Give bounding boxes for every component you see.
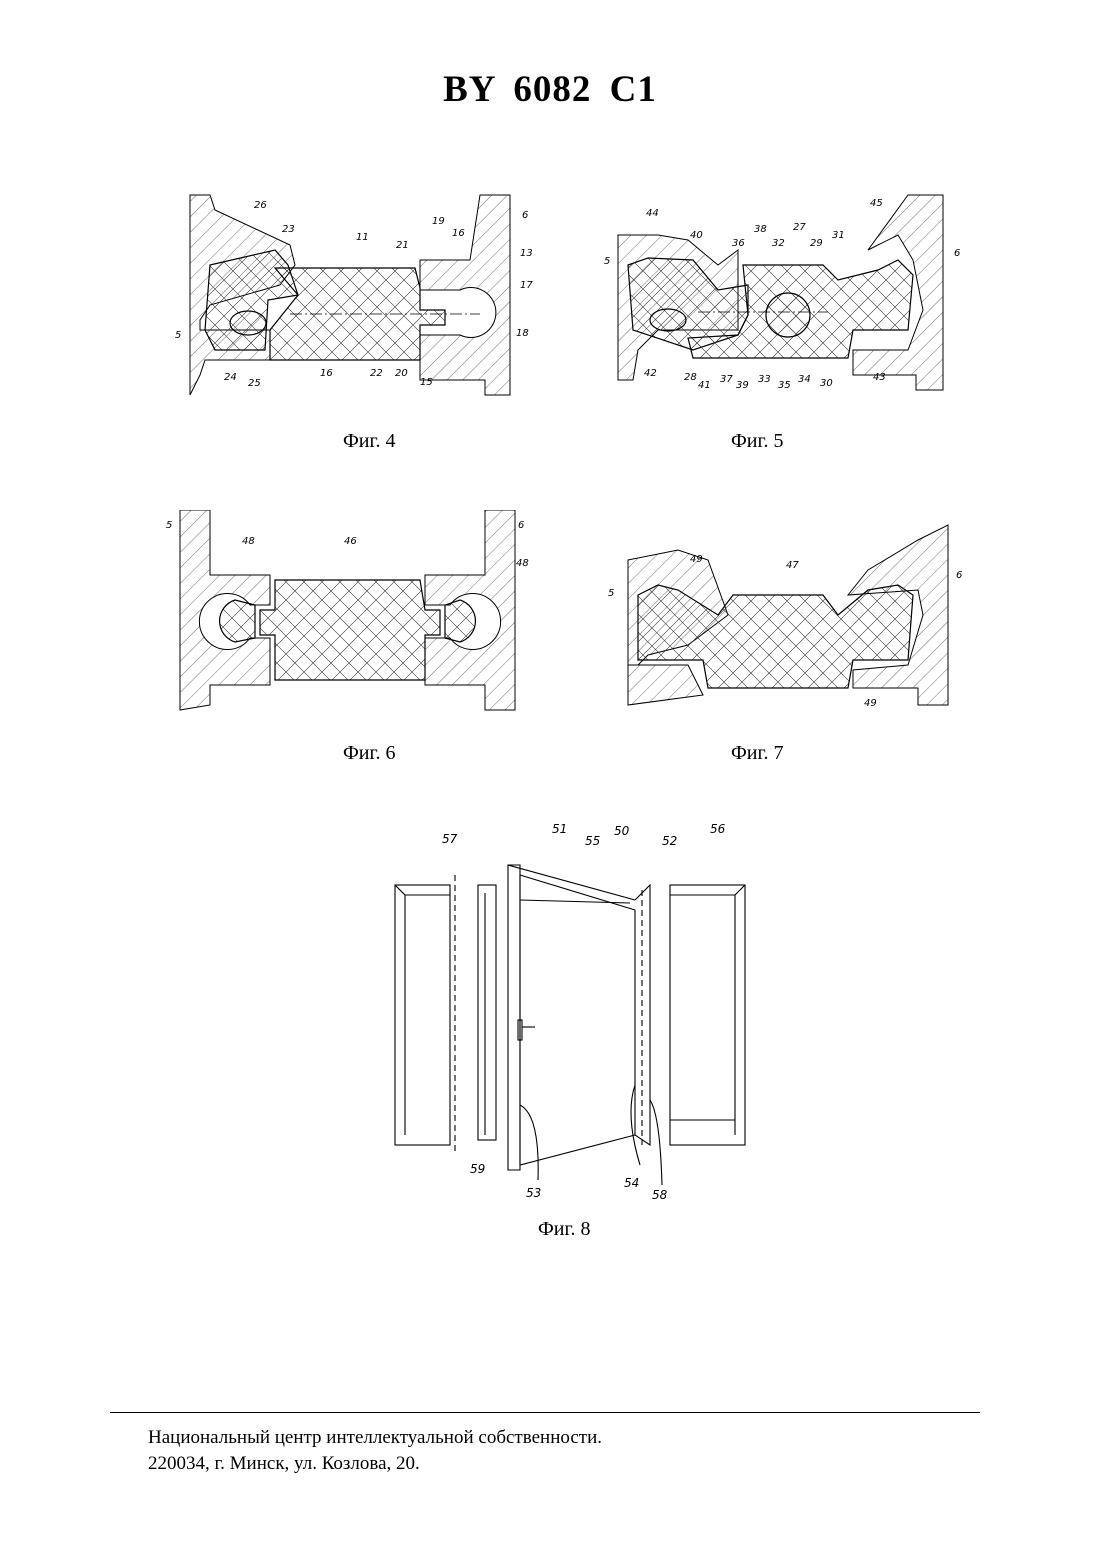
label-52: 52 — [662, 834, 677, 848]
label-48: 48 — [242, 536, 255, 547]
label-26: 26 — [254, 200, 267, 211]
label-11: 11 — [356, 232, 369, 243]
figure-6-drawing: 5 48 46 6 48 — [160, 510, 540, 715]
label-17: 17 — [520, 280, 533, 291]
label-48-right: 48 — [516, 558, 529, 569]
label-45: 45 — [870, 198, 883, 209]
label-18: 18 — [516, 328, 529, 339]
label-28: 28 — [684, 372, 697, 383]
label-36: 36 — [732, 238, 745, 249]
label-31: 31 — [832, 230, 845, 241]
label-58: 58 — [652, 1188, 668, 1202]
figure-6-caption: Фиг. 6 — [343, 742, 395, 765]
figure-4-drawing: 26 23 11 21 19 16 6 13 17 18 5 24 25 16 … — [170, 190, 540, 410]
label-40: 40 — [690, 230, 703, 241]
label-42: 42 — [644, 368, 657, 379]
label-34: 34 — [798, 374, 811, 385]
label-20: 20 — [395, 368, 408, 379]
label-47: 47 — [786, 560, 799, 571]
figure-7-caption: Фиг. 7 — [731, 742, 783, 765]
figure-5-caption: Фиг. 5 — [731, 430, 783, 453]
label-6: 6 — [522, 210, 528, 221]
label-59: 59 — [470, 1162, 485, 1176]
label-53: 53 — [526, 1186, 541, 1200]
figure-4-caption: Фиг. 4 — [343, 430, 395, 453]
label-16: 16 — [320, 368, 333, 379]
label-22: 22 — [370, 368, 383, 379]
label-33: 33 — [758, 374, 771, 385]
figure-7-drawing: 49 47 6 5 49 — [598, 520, 973, 720]
label-50: 50 — [614, 824, 630, 838]
label-49-bottom: 49 — [864, 698, 877, 709]
label-5: 5 — [604, 256, 610, 267]
label-13: 13 — [520, 248, 533, 259]
footer-divider — [110, 1412, 980, 1413]
label-6: 6 — [518, 520, 524, 531]
figure-8-drawing: 57 51 55 50 52 56 59 53 54 58 — [380, 815, 760, 1205]
label-39: 39 — [736, 380, 749, 391]
footer-line-1: Национальный центр интеллектуальной собс… — [148, 1425, 602, 1451]
label-32: 32 — [772, 238, 785, 249]
label-35: 35 — [778, 380, 791, 391]
label-57: 57 — [442, 832, 458, 846]
label-5: 5 — [166, 520, 172, 531]
label-29: 29 — [810, 238, 823, 249]
figure-5-drawing: 44 40 36 38 32 27 29 31 45 6 5 42 28 41 … — [598, 190, 973, 400]
label-5: 5 — [175, 330, 181, 341]
label-38: 38 — [754, 224, 767, 235]
label-46: 46 — [344, 536, 357, 547]
label-6: 6 — [956, 570, 962, 581]
label-37: 37 — [720, 374, 733, 385]
label-25: 25 — [248, 378, 261, 389]
label-15: 15 — [420, 377, 433, 388]
label-41: 41 — [698, 380, 711, 391]
label-44: 44 — [646, 208, 659, 219]
label-24: 24 — [224, 372, 237, 383]
footer-line-2: 220034, г. Минск, ул. Козлова, 20. — [148, 1451, 602, 1477]
label-21: 21 — [396, 240, 409, 251]
label-6: 6 — [954, 248, 960, 259]
document-id: BY 6082 C1 — [0, 68, 1100, 111]
label-27: 27 — [793, 222, 806, 233]
label-51: 51 — [552, 822, 567, 836]
label-16-top: 16 — [452, 228, 465, 239]
label-54: 54 — [624, 1176, 639, 1190]
label-5: 5 — [608, 588, 614, 599]
label-49: 49 — [690, 554, 703, 565]
label-23: 23 — [282, 224, 295, 235]
label-19: 19 — [432, 216, 445, 227]
label-30: 30 — [820, 378, 833, 389]
label-43: 43 — [873, 372, 886, 383]
figure-8-caption: Фиг. 8 — [538, 1218, 590, 1241]
label-56: 56 — [710, 822, 726, 836]
label-55: 55 — [585, 834, 600, 848]
footer: Национальный центр интеллектуальной собс… — [148, 1425, 602, 1477]
